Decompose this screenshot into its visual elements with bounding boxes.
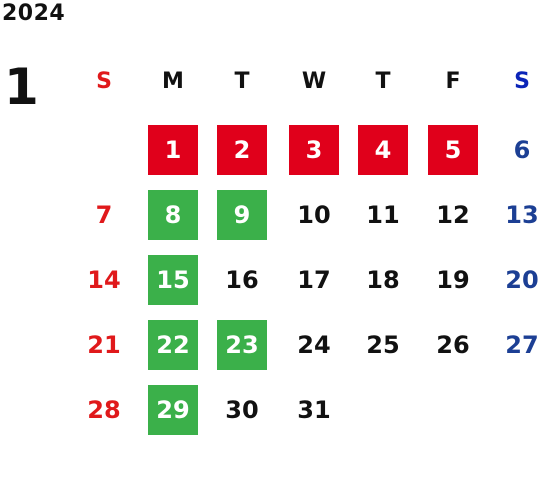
day-8[interactable]: 8 xyxy=(148,190,198,240)
day-24[interactable]: 24 xyxy=(297,331,331,359)
weekday-header-monday: M xyxy=(162,68,184,94)
day-7[interactable]: 7 xyxy=(95,201,113,229)
day-16[interactable]: 16 xyxy=(225,266,259,294)
day-11[interactable]: 11 xyxy=(366,201,400,229)
day-31[interactable]: 31 xyxy=(297,396,331,424)
day-25[interactable]: 25 xyxy=(366,331,400,359)
day-15[interactable]: 15 xyxy=(148,255,198,305)
day-6[interactable]: 6 xyxy=(513,136,531,164)
day-5[interactable]: 5 xyxy=(428,125,478,175)
weekday-header-sunday: S xyxy=(96,68,112,94)
weekday-header-thursday: T xyxy=(375,68,391,94)
day-2[interactable]: 2 xyxy=(217,125,267,175)
day-28[interactable]: 28 xyxy=(87,396,121,424)
weekday-header-wednesday: W xyxy=(301,68,327,94)
weekday-header-saturday: S xyxy=(514,68,530,94)
day-30[interactable]: 30 xyxy=(225,396,259,424)
day-26[interactable]: 26 xyxy=(436,331,470,359)
day-12[interactable]: 12 xyxy=(436,201,470,229)
day-17[interactable]: 17 xyxy=(297,266,331,294)
day-23[interactable]: 23 xyxy=(217,320,267,370)
day-13[interactable]: 13 xyxy=(505,201,539,229)
day-14[interactable]: 14 xyxy=(87,266,121,294)
calendar-year: 2024 xyxy=(2,1,66,26)
calendar-month: 1 xyxy=(4,58,39,116)
day-21[interactable]: 21 xyxy=(87,331,121,359)
day-29[interactable]: 29 xyxy=(148,385,198,435)
day-18[interactable]: 18 xyxy=(366,266,400,294)
day-19[interactable]: 19 xyxy=(436,266,470,294)
day-22[interactable]: 22 xyxy=(148,320,198,370)
weekday-header-tuesday: T xyxy=(234,68,250,94)
day-1[interactable]: 1 xyxy=(148,125,198,175)
day-3[interactable]: 3 xyxy=(289,125,339,175)
day-9[interactable]: 9 xyxy=(217,190,267,240)
day-4[interactable]: 4 xyxy=(358,125,408,175)
day-10[interactable]: 10 xyxy=(297,201,331,229)
weekday-header-friday: F xyxy=(445,68,461,94)
day-20[interactable]: 20 xyxy=(505,266,539,294)
day-27[interactable]: 27 xyxy=(505,331,539,359)
